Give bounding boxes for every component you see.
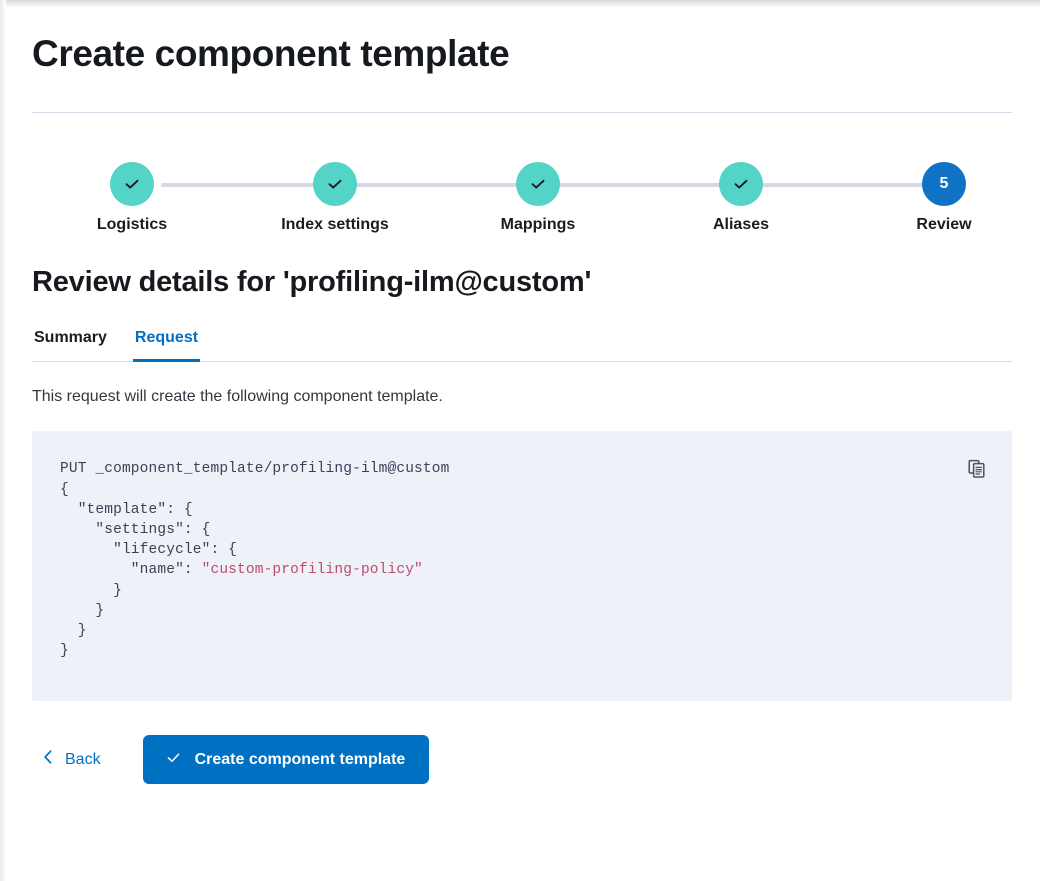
step-aliases-circle — [719, 161, 763, 206]
check-icon — [325, 174, 345, 194]
wizard-stepper: Logistics Index settings — [32, 161, 1014, 244]
step-logistics[interactable]: Logistics — [32, 161, 232, 234]
step-review-number: 5 — [939, 174, 949, 192]
back-button-label: Back — [65, 750, 101, 768]
panel-left-edge — [0, 0, 6, 881]
request-description: This request will create the following c… — [32, 387, 443, 405]
step-logistics-label: Logistics — [96, 215, 168, 233]
step-mappings-label: Mappings — [500, 215, 576, 233]
step-index-settings[interactable]: Index settings — [235, 161, 435, 234]
back-button[interactable]: Back — [32, 748, 101, 771]
copy-clipboard-icon[interactable] — [964, 456, 990, 482]
step-index-settings-circle — [313, 161, 357, 206]
check-icon — [165, 749, 182, 770]
step-review[interactable]: 5 Review — [844, 161, 1040, 234]
stepper-steps: Logistics Index settings — [32, 161, 1040, 234]
step-mappings-circle — [516, 161, 560, 206]
request-body-after: } } } } — [60, 582, 122, 660]
review-tabs: Summary Request — [32, 325, 1012, 362]
request-code-block: PUT _component_template/profiling-ilm@cu… — [32, 431, 1012, 702]
step-aliases[interactable]: Aliases — [641, 161, 841, 234]
step-aliases-label: Aliases — [712, 215, 770, 233]
check-icon — [528, 174, 548, 194]
request-method-line: PUT _component_template/profiling-ilm@cu… — [60, 461, 450, 478]
check-icon — [122, 174, 142, 194]
chevron-left-icon — [41, 748, 55, 771]
request-body-string-value: "custom-profiling-policy" — [201, 562, 423, 579]
tab-request[interactable]: Request — [132, 325, 201, 362]
wizard-footer: Back Create component template — [32, 735, 1014, 785]
step-index-settings-label: Index settings — [281, 215, 389, 233]
step-mappings[interactable]: Mappings — [438, 161, 638, 234]
page-title: Create component template — [32, 33, 510, 74]
step-review-circle: 5 — [922, 161, 966, 206]
review-heading: Review details for 'profiling-ilm@custom… — [32, 265, 592, 298]
check-icon — [731, 174, 751, 194]
title-divider — [32, 111, 1012, 113]
request-body-before: { "template": { "settings": { "lifecycle… — [60, 481, 238, 579]
request-code-text: PUT _component_template/profiling-ilm@cu… — [60, 459, 978, 661]
page-content: Create component template Logistics — [32, 0, 1014, 785]
create-component-template-label: Create component template — [194, 750, 406, 768]
step-review-label: Review — [916, 215, 972, 233]
step-logistics-circle — [110, 161, 154, 206]
tab-summary[interactable]: Summary — [32, 325, 109, 362]
create-component-template-button[interactable]: Create component template — [142, 735, 430, 785]
